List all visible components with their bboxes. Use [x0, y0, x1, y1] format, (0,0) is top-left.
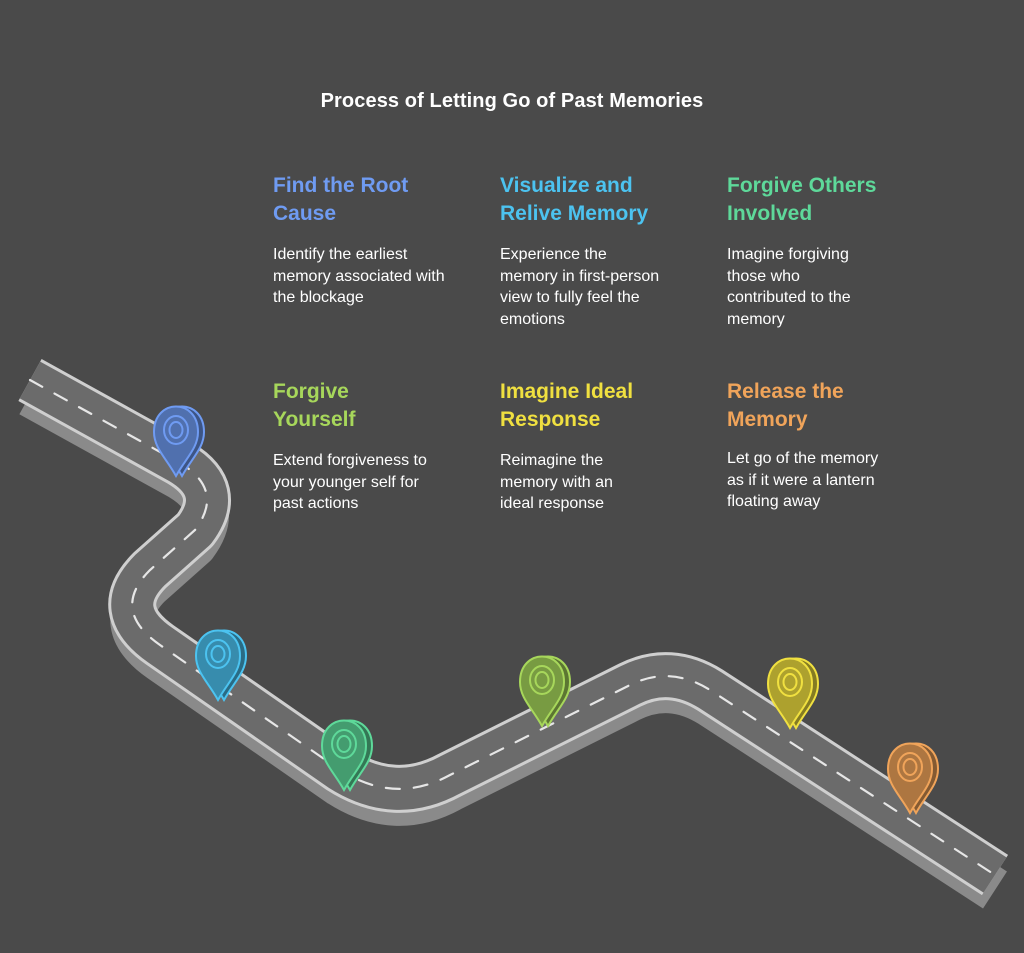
step-description: Experience the memory in first-person vi…	[500, 246, 660, 328]
step-title-line: Involved	[727, 202, 813, 225]
step-title-line: Memory	[727, 408, 808, 431]
step-title: Release the Memory	[727, 378, 927, 434]
map-pin-icon	[886, 742, 940, 816]
step-imagine-ideal-response: Imagine Ideal Response Reimagine the mem…	[500, 378, 700, 515]
step-description: Reimagine the memory with an ideal respo…	[500, 452, 613, 512]
step-forgive-yourself: Forgive Yourself Extend forgiveness to y…	[273, 378, 473, 515]
step-title-line: Yourself	[273, 408, 356, 431]
step-title: Find the Root Cause	[273, 172, 473, 228]
step-description: Let go of the memory as if it were a lan…	[727, 450, 879, 510]
step-title: Imagine Ideal Response	[500, 378, 700, 434]
step-visualize-relive: Visualize and Relive Memory Experience t…	[500, 172, 700, 330]
map-pin-icon	[766, 657, 820, 731]
map-pin-icon	[518, 655, 572, 729]
step-description: Extend forgiveness to your younger self …	[273, 452, 427, 512]
step-title-line: Cause	[273, 202, 337, 225]
step-title: Visualize and Relive Memory	[500, 172, 700, 228]
step-title-line: Forgive	[273, 380, 349, 403]
step-release-memory: Release the Memory Let go of the memory …	[727, 378, 927, 513]
diagram-title: Process of Letting Go of Past Memories	[320, 90, 704, 112]
step-description: Identify the earliest memory associated …	[273, 246, 445, 306]
step-title-line: Find the Root	[273, 174, 409, 197]
map-pin-icon	[152, 405, 206, 479]
step-title: Forgive Others Involved	[727, 172, 927, 228]
step-title-line: Visualize and	[500, 174, 633, 197]
step-title-line: Imagine Ideal	[500, 380, 634, 403]
step-title-line: Release the	[727, 380, 844, 403]
step-title-line: Response	[500, 408, 601, 431]
step-title-line: Forgive Others	[727, 174, 877, 197]
map-pin-icon	[320, 719, 374, 793]
step-description: Imagine forgiving those who contributed …	[727, 246, 851, 328]
map-pin-icon	[194, 629, 248, 703]
step-forgive-others: Forgive Others Involved Imagine forgivin…	[727, 172, 927, 330]
step-title: Forgive Yourself	[273, 378, 473, 434]
step-title-line: Relive Memory	[500, 202, 649, 225]
step-find-root-cause: Find the Root Cause Identify the earlies…	[273, 172, 473, 309]
markers-layer	[152, 405, 940, 816]
